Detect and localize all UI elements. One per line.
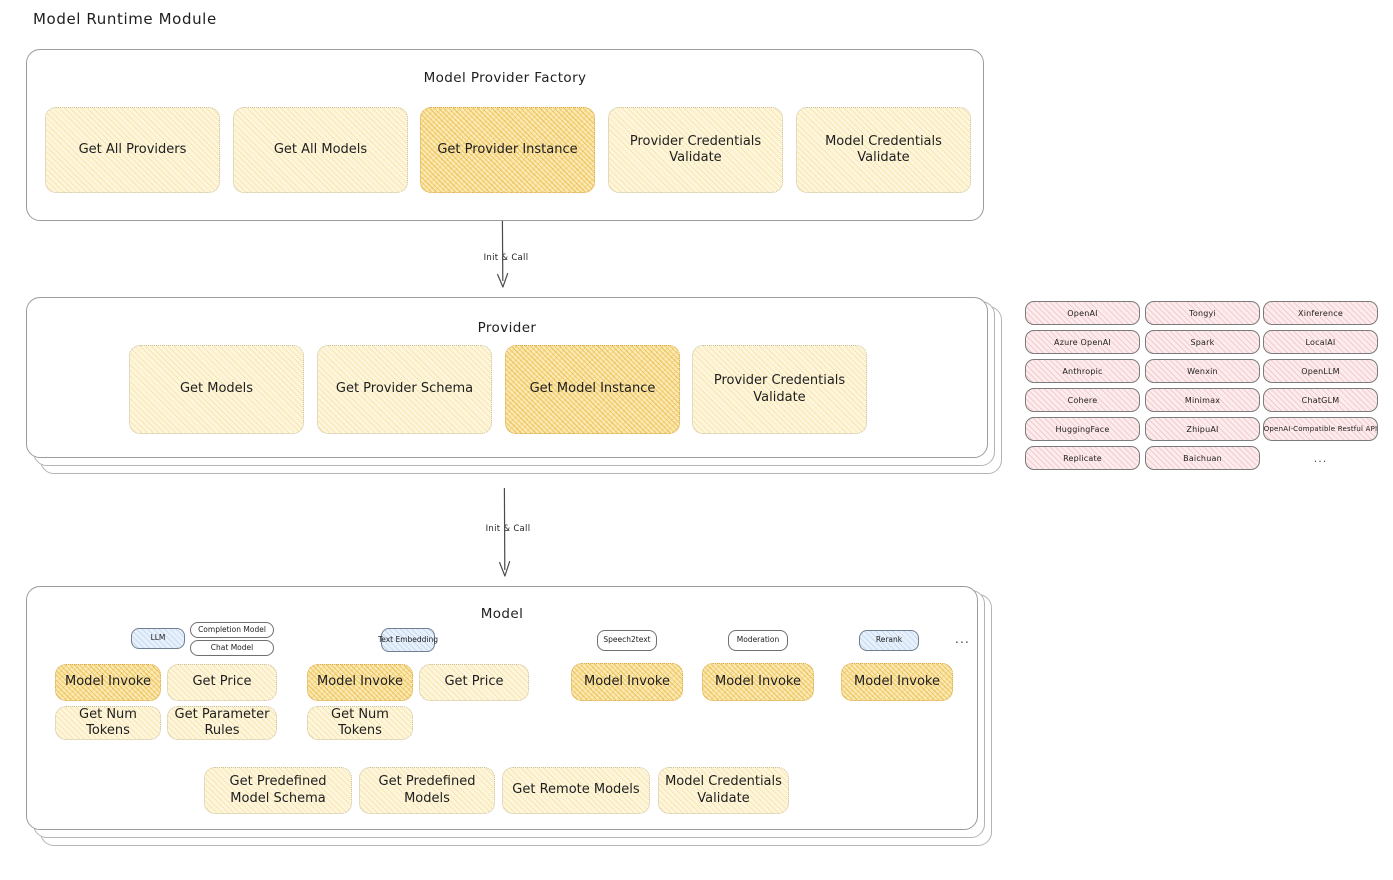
provider-chip-cohere[interactable]: Cohere [1025,388,1140,412]
factory-method-get-provider-instance[interactable]: Get Provider Instance [420,107,595,193]
provider-chip-baichuan[interactable]: Baichuan [1145,446,1260,470]
model-llm-method-get-num-tokens[interactable]: Get Num Tokens [55,706,161,740]
arrow-label-init-and-call-1: Init & Call [471,252,541,264]
factory-method-model-credentials-validate[interactable]: Model Credentials Validate [796,107,971,193]
model-common-method-get-remote-models[interactable]: Get Remote Models [502,767,650,814]
model-moderation-method-model-invoke[interactable]: Model Invoke [702,663,814,701]
provider-title: Provider [477,320,537,336]
model-provider-factory-title: Model Provider Factory [423,70,587,86]
model-subtype-tag-completion-model[interactable]: Completion Model [190,622,274,638]
provider-chip-openai-compatible-restful-api[interactable]: OpenAI-Compatible Restful API [1263,417,1378,441]
model-type-tag-speech2text[interactable]: Speech2text [597,630,657,651]
provider-card: Provider Get Models Get Provider Schema … [26,297,988,458]
model-type-tag-rerank[interactable]: Rerank [859,630,919,651]
provider-chip-tongyi[interactable]: Tongyi [1145,301,1260,325]
provider-method-provider-credentials-validate[interactable]: Provider Credentials Validate [692,345,867,434]
model-common-method-model-credentials-validate[interactable]: Model Credentials Validate [658,767,789,814]
model-llm-method-get-parameter-rules[interactable]: Get Parameter Rules [167,706,277,740]
provider-list-ellipsis: ... [1313,452,1328,465]
model-llm-method-model-invoke[interactable]: Model Invoke [55,664,161,701]
model-type-tag-llm[interactable]: LLM [131,628,185,649]
provider-method-get-models[interactable]: Get Models [129,345,304,434]
page-title: Model Runtime Module [33,10,217,28]
arrow-factory-to-provider [497,219,509,288]
model-card: Model LLM Completion Model Chat Model Mo… [26,586,978,830]
model-common-method-get-predefined-model-schema[interactable]: Get Predefined Model Schema [204,767,352,814]
provider-chip-wenxin[interactable]: Wenxin [1145,359,1260,383]
factory-method-provider-credentials-validate[interactable]: Provider Credentials Validate [608,107,783,193]
provider-chip-chatglm[interactable]: ChatGLM [1263,388,1378,412]
provider-chip-anthropic[interactable]: Anthropic [1025,359,1140,383]
provider-chip-openllm[interactable]: OpenLLM [1263,359,1378,383]
model-title: Model [480,606,524,622]
provider-chip-localai[interactable]: LocalAI [1263,330,1378,354]
provider-method-get-model-instance[interactable]: Get Model Instance [505,345,680,434]
provider-chip-zhipuai[interactable]: ZhipuAI [1145,417,1260,441]
provider-chip-minimax[interactable]: Minimax [1145,388,1260,412]
model-common-method-get-predefined-models[interactable]: Get Predefined Models [359,767,495,814]
model-subtype-tag-chat-model[interactable]: Chat Model [190,640,274,656]
factory-method-get-all-providers[interactable]: Get All Providers [45,107,220,193]
model-text-embedding-method-get-num-tokens[interactable]: Get Num Tokens [307,706,413,740]
provider-chip-xinference[interactable]: Xinference [1263,301,1378,325]
model-types-overflow-ellipsis: ... [955,632,971,646]
factory-method-get-all-models[interactable]: Get All Models [233,107,408,193]
model-text-embedding-method-model-invoke[interactable]: Model Invoke [307,664,413,701]
provider-chip-spark[interactable]: Spark [1145,330,1260,354]
provider-method-get-provider-schema[interactable]: Get Provider Schema [317,345,492,434]
model-type-tag-moderation[interactable]: Moderation [728,630,788,651]
arrow-label-init-and-call-2: Init & Call [473,523,543,535]
model-speech2text-method-model-invoke[interactable]: Model Invoke [571,663,683,701]
provider-chip-openai[interactable]: OpenAI [1025,301,1140,325]
model-provider-factory-card: Model Provider Factory Get All Providers… [26,49,984,221]
model-text-embedding-method-get-price[interactable]: Get Price [419,664,529,701]
model-rerank-method-model-invoke[interactable]: Model Invoke [841,663,953,701]
model-llm-method-get-price[interactable]: Get Price [167,664,277,701]
provider-chip-huggingface[interactable]: HuggingFace [1025,417,1140,441]
arrow-provider-to-model [499,488,511,577]
model-type-tag-text-embedding[interactable]: Text Embedding [378,628,438,652]
provider-chip-replicate[interactable]: Replicate [1025,446,1140,470]
provider-chip-azure-openai[interactable]: Azure OpenAI [1025,330,1140,354]
